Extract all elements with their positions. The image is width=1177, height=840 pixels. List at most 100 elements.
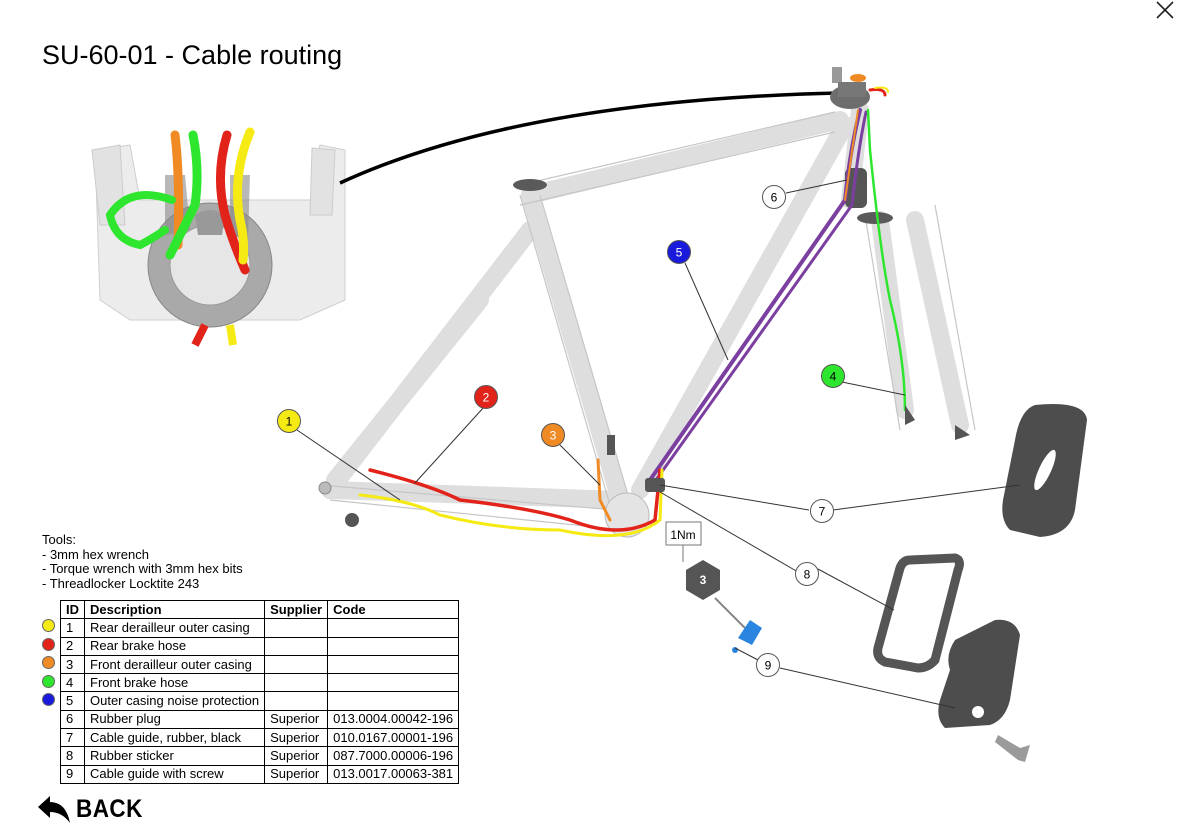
callout-6: 6 xyxy=(762,185,786,209)
detail-connector-line xyxy=(339,91,841,185)
close-icon xyxy=(1156,1,1174,19)
cell-code: 013.0004.00042-196 xyxy=(327,709,460,730)
close-button[interactable] xyxy=(1150,0,1177,30)
callout-2: 2 xyxy=(474,385,498,409)
svg-text:8: 8 xyxy=(804,568,811,582)
color-dot-3 xyxy=(42,656,55,669)
color-dot-4 xyxy=(42,675,55,688)
torque-label: 1Nm xyxy=(670,528,695,542)
cell-supplier: Superior xyxy=(264,764,329,784)
cell-id: 1 xyxy=(60,618,85,638)
bike-frame xyxy=(321,101,969,509)
back-button[interactable]: BACK xyxy=(36,793,150,825)
svg-text:5: 5 xyxy=(676,246,683,260)
callout-4: 4 xyxy=(821,364,845,388)
tools-list: Tools: - 3mm hex wrench - Torque wrench … xyxy=(42,532,243,591)
hex-bit-icon xyxy=(686,560,720,600)
cell-id: 5 xyxy=(60,691,85,711)
table-header-row: ID Description Supplier Code xyxy=(60,599,460,620)
page-title: SU-60-01 - Cable routing xyxy=(42,40,343,70)
cell-description: Rear brake hose xyxy=(83,636,266,656)
cell-description: Cable guide with screw xyxy=(83,764,266,784)
cell-supplier xyxy=(264,654,329,675)
cell-code xyxy=(327,691,460,711)
cell-description: Front brake hose xyxy=(83,673,266,693)
color-dot-2 xyxy=(42,638,55,651)
cell-id: 9 xyxy=(60,764,85,784)
cell-description: Rubber plug xyxy=(83,709,266,730)
cell-code xyxy=(327,654,460,675)
headset xyxy=(830,67,893,224)
cell-supplier xyxy=(264,673,329,693)
cell-code xyxy=(327,618,460,638)
cell-supplier: Superior xyxy=(264,709,329,730)
svg-text:3: 3 xyxy=(550,429,557,443)
part-9-cable-guide xyxy=(938,619,1020,728)
svg-text:2: 2 xyxy=(483,391,490,405)
cell-code xyxy=(327,673,460,693)
back-arrow-icon xyxy=(38,796,70,823)
frame-outline xyxy=(319,111,976,531)
cell-id: 3 xyxy=(60,654,85,675)
cell-id: 7 xyxy=(60,728,85,748)
cell-description: Cable guide, rubber, black xyxy=(83,728,266,748)
screw xyxy=(995,735,1030,762)
cell-supplier xyxy=(264,618,329,638)
callout-3: 3 xyxy=(541,423,565,447)
color-dot-5 xyxy=(42,693,55,706)
rear-dropout xyxy=(345,513,359,527)
cell-description: Front derailleur outer casing xyxy=(83,654,266,675)
cell-code: 010.0167.00001-196 xyxy=(327,728,460,748)
callout-8: 8 xyxy=(795,562,819,586)
cell-description: Outer casing noise protection xyxy=(83,691,266,711)
tool-item: - Torque wrench with 3mm hex bits xyxy=(42,561,243,577)
cell-supplier xyxy=(264,691,329,711)
cell-id: 6 xyxy=(60,709,85,730)
threadlocker-bottle-icon xyxy=(738,620,762,645)
svg-text:9: 9 xyxy=(765,659,772,673)
cables xyxy=(358,86,907,538)
tool-item: - 3mm hex wrench xyxy=(42,546,149,562)
cell-code xyxy=(327,636,460,656)
svg-text:6: 6 xyxy=(771,191,778,205)
cell-code: 013.0017.00063-381 xyxy=(327,764,460,784)
callout-9: 9 xyxy=(756,653,780,677)
hex-bit-label: 3 xyxy=(700,573,707,587)
cell-supplier: Superior xyxy=(264,746,329,766)
cell-id: 8 xyxy=(60,746,85,766)
back-label: BACK xyxy=(76,794,143,823)
cell-id: 2 xyxy=(60,636,85,656)
cell-description: Rear derailleur outer casing xyxy=(83,618,266,638)
seatpost-clamp xyxy=(513,179,547,191)
col-header-supplier: Supplier xyxy=(264,599,329,620)
tools-heading: Tools: xyxy=(42,532,76,547)
leader-lines xyxy=(296,179,1021,709)
col-header-description: Description xyxy=(83,599,266,620)
svg-text:7: 7 xyxy=(819,505,826,519)
svg-text:4: 4 xyxy=(830,370,837,384)
head-tube-detail xyxy=(91,127,346,347)
tool-item: - Threadlocker Locktite 243 xyxy=(42,575,200,591)
cell-supplier: Superior xyxy=(264,728,329,748)
callout-1: 1 xyxy=(277,409,301,433)
col-header-id: ID xyxy=(60,599,85,620)
cell-code: 087.7000.00006-196 xyxy=(327,746,460,766)
cable-guide-bb xyxy=(645,478,665,492)
callout-7: 7 xyxy=(810,499,834,523)
color-dot-1 xyxy=(42,619,55,632)
col-header-code: Code xyxy=(327,599,460,620)
part-8-rubber-sticker xyxy=(873,553,964,673)
cell-id: 4 xyxy=(60,673,85,693)
cell-description: Rubber sticker xyxy=(83,746,266,766)
